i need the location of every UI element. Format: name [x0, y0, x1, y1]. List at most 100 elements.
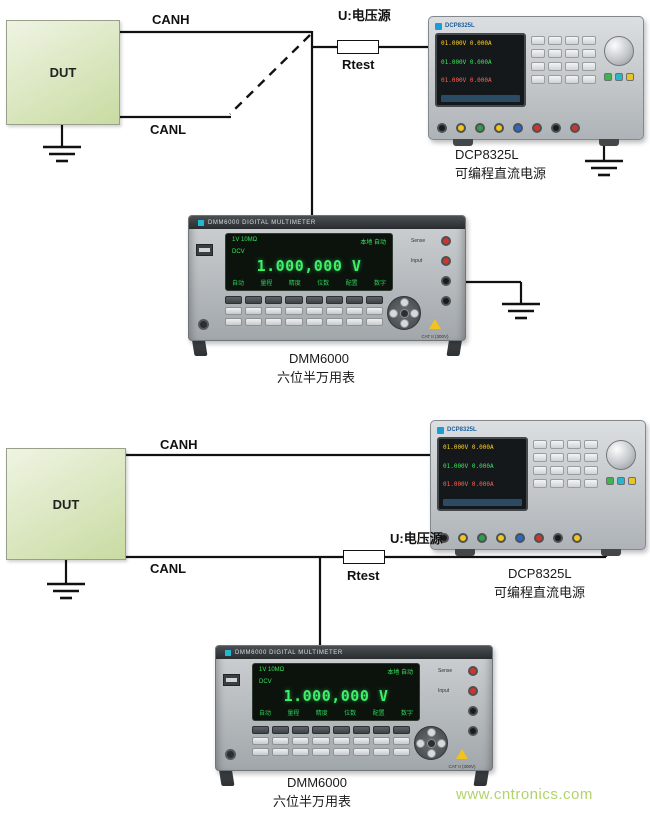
psu-key — [533, 453, 548, 462]
psu-key — [533, 479, 548, 488]
psu-key-yellow — [628, 477, 637, 485]
psu-key-green — [606, 477, 615, 485]
psu-brand-text: DCP8325L — [445, 23, 475, 29]
dmm-softkey: 量程 — [287, 710, 300, 717]
dpad-down-icon — [400, 319, 409, 328]
dmm-key — [392, 748, 410, 756]
dmm-key — [392, 726, 410, 734]
psu-name-caption: DCP8325L — [508, 566, 572, 581]
dmm-key — [392, 737, 410, 745]
psu-screen: 01.000V 0.000A 01.000V 0.000A 01.000V 0.… — [435, 33, 527, 107]
warning-icon: CAT II (300V) — [409, 316, 461, 339]
psu-terminal-blue — [513, 123, 523, 133]
dmm-key — [372, 726, 390, 734]
psu-screen-statusbar — [441, 94, 521, 102]
dmm-terminal-red — [441, 236, 451, 246]
canh-label: CANH — [160, 437, 198, 452]
psu-knob — [606, 440, 637, 470]
psu-terminal-black — [437, 123, 447, 133]
psu-key-green — [604, 73, 613, 81]
dmm-terminal-black — [468, 726, 478, 736]
dmm-key — [252, 726, 270, 734]
dmm-key — [285, 307, 303, 315]
dmm-key — [332, 726, 350, 734]
dmm-terminal-red — [468, 686, 478, 696]
rtest-resistor — [337, 40, 379, 54]
psu-key — [550, 453, 565, 462]
psu-terminal-yellow — [456, 123, 466, 133]
psu-key — [548, 62, 563, 71]
psu-terminal-yellow — [496, 533, 506, 543]
psu-right-column — [601, 33, 637, 107]
psu-ch1-readout: 01.000V 0.000A — [443, 444, 494, 451]
dmm-key — [265, 296, 283, 304]
dmm-key — [352, 748, 370, 756]
dmm-desc-caption: 六位半万用表 — [273, 794, 352, 809]
psu-foot — [455, 549, 475, 556]
psu-key — [584, 479, 599, 488]
dpad-down-icon — [427, 749, 436, 758]
dmm-key — [292, 726, 310, 734]
dpad-center-button — [427, 739, 436, 748]
watermark: www.cntronics.com — [456, 786, 593, 803]
dpad-left-icon — [389, 309, 398, 318]
psu-key — [584, 466, 599, 475]
canh-label: CANH — [152, 12, 190, 27]
psu-key — [567, 466, 582, 475]
psu-ch2-readout: 01.000V 0.000A — [443, 462, 494, 470]
dmm-navigation-pad — [387, 296, 421, 330]
dmm-key — [345, 307, 363, 315]
psu-key — [582, 62, 597, 71]
dmm-key — [365, 296, 383, 304]
psu-logo-icon — [435, 22, 442, 30]
dmm-key — [352, 737, 370, 745]
psu-key — [550, 466, 565, 475]
dpad-left-icon — [416, 739, 425, 748]
dmm-key — [265, 307, 283, 315]
dmm-key — [225, 296, 243, 304]
dmm-key — [345, 318, 363, 326]
dmm-terminal-red — [441, 256, 451, 266]
dut-box: DUT — [6, 448, 126, 560]
dmm-key — [252, 748, 270, 756]
dmm-softkey: 精度 — [288, 280, 301, 287]
dmm-key — [225, 307, 243, 315]
dmm-logo-icon — [225, 649, 231, 656]
dmm-softkey: 配置 — [372, 710, 385, 717]
dut-label: DUT — [52, 496, 80, 512]
dmm-softkey: 数字 — [373, 280, 386, 287]
dmm-terminal-black — [441, 276, 451, 286]
dmm-key — [245, 307, 263, 315]
multimeter: DMM6000 DIGITAL MULTIMETER 1V 10MΩ 本地 自动… — [188, 215, 466, 356]
psu-terminal-yellow — [458, 533, 468, 543]
psu-terminal-black — [553, 533, 563, 543]
dmm-sense-label: Sense — [438, 668, 453, 674]
dmm-key — [272, 726, 290, 734]
psu-right-column — [603, 437, 639, 511]
psu-key — [548, 49, 563, 58]
psu-screen: 01.000V 0.000A 01.000V 0.000A 01.000V 0.… — [437, 437, 529, 511]
dmm-name-caption: DMM6000 — [289, 351, 349, 366]
dmm-reading: 1.000,000 V — [283, 687, 389, 706]
dmm-softkey: 自动 — [259, 710, 272, 717]
dmm-status-text: 本地 自动 — [360, 240, 386, 246]
psu-terminal-green — [475, 123, 485, 133]
psu-foot — [599, 139, 619, 146]
dmm-range-text: 1V 10MΩ — [232, 237, 258, 243]
psu-brand-row: DCP8325L — [435, 21, 637, 31]
psu-terminal-blue — [515, 533, 525, 543]
psu-logo-icon — [437, 426, 444, 434]
dmm-key — [365, 318, 383, 326]
psu-ch3-readout: 01.000V 0.000A — [443, 481, 494, 489]
dmm-terminal-black — [468, 706, 478, 716]
dmm-key — [272, 748, 290, 756]
psu-key — [567, 440, 582, 449]
psu-front-panel: 01.000V 0.000A 01.000V 0.000A 01.000V 0.… — [435, 33, 637, 107]
dmm-usb-port — [223, 674, 240, 686]
dmm-keypad — [225, 296, 383, 326]
voltage-source-label: U:电压源 — [338, 8, 391, 23]
psu-ch3-readout: 01.000V 0.000A — [441, 77, 492, 85]
dmm-display: 1V 10MΩ 本地 自动 DCV 1.000,000 V 自动量程精度位数配置… — [252, 663, 420, 721]
dmm-front-panel: DMM6000 DIGITAL MULTIMETER 1V 10MΩ 本地 自动… — [215, 645, 493, 771]
dmm-function-text: DCV — [259, 678, 272, 685]
